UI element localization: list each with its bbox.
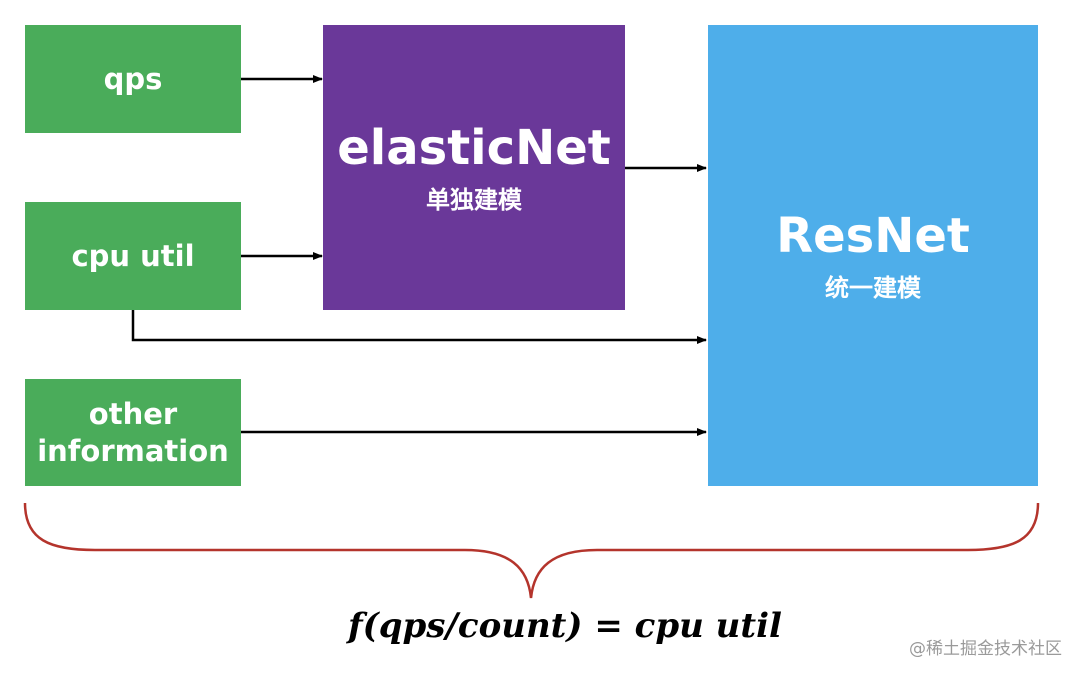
curly-brace xyxy=(23,502,1040,599)
input-box-other-information: other information xyxy=(25,379,241,486)
resnet-subtitle: 统一建模 xyxy=(825,273,921,302)
arrow-cpu-to-resnet xyxy=(131,310,707,344)
elasticnet-title: elasticNet xyxy=(337,119,611,176)
elasticnet-subtitle: 单独建模 xyxy=(426,185,522,214)
input-label-cpu-util: cpu util xyxy=(71,238,195,273)
formula: f(qps/count) = cpu util xyxy=(348,606,782,646)
input-label-other-line1: other xyxy=(88,396,178,431)
resnet-box: ResNet 统一建模 xyxy=(708,25,1038,486)
resnet-title: ResNet xyxy=(776,207,970,264)
watermark: @稀土掘金技术社区 xyxy=(909,639,1062,659)
input-label-other-line2: information xyxy=(37,433,229,468)
input-box-qps: qps xyxy=(25,25,241,133)
input-label-qps: qps xyxy=(103,61,163,96)
elasticnet-box: elasticNet 单独建模 xyxy=(323,25,625,310)
input-box-cpu-util: cpu util xyxy=(25,202,241,310)
